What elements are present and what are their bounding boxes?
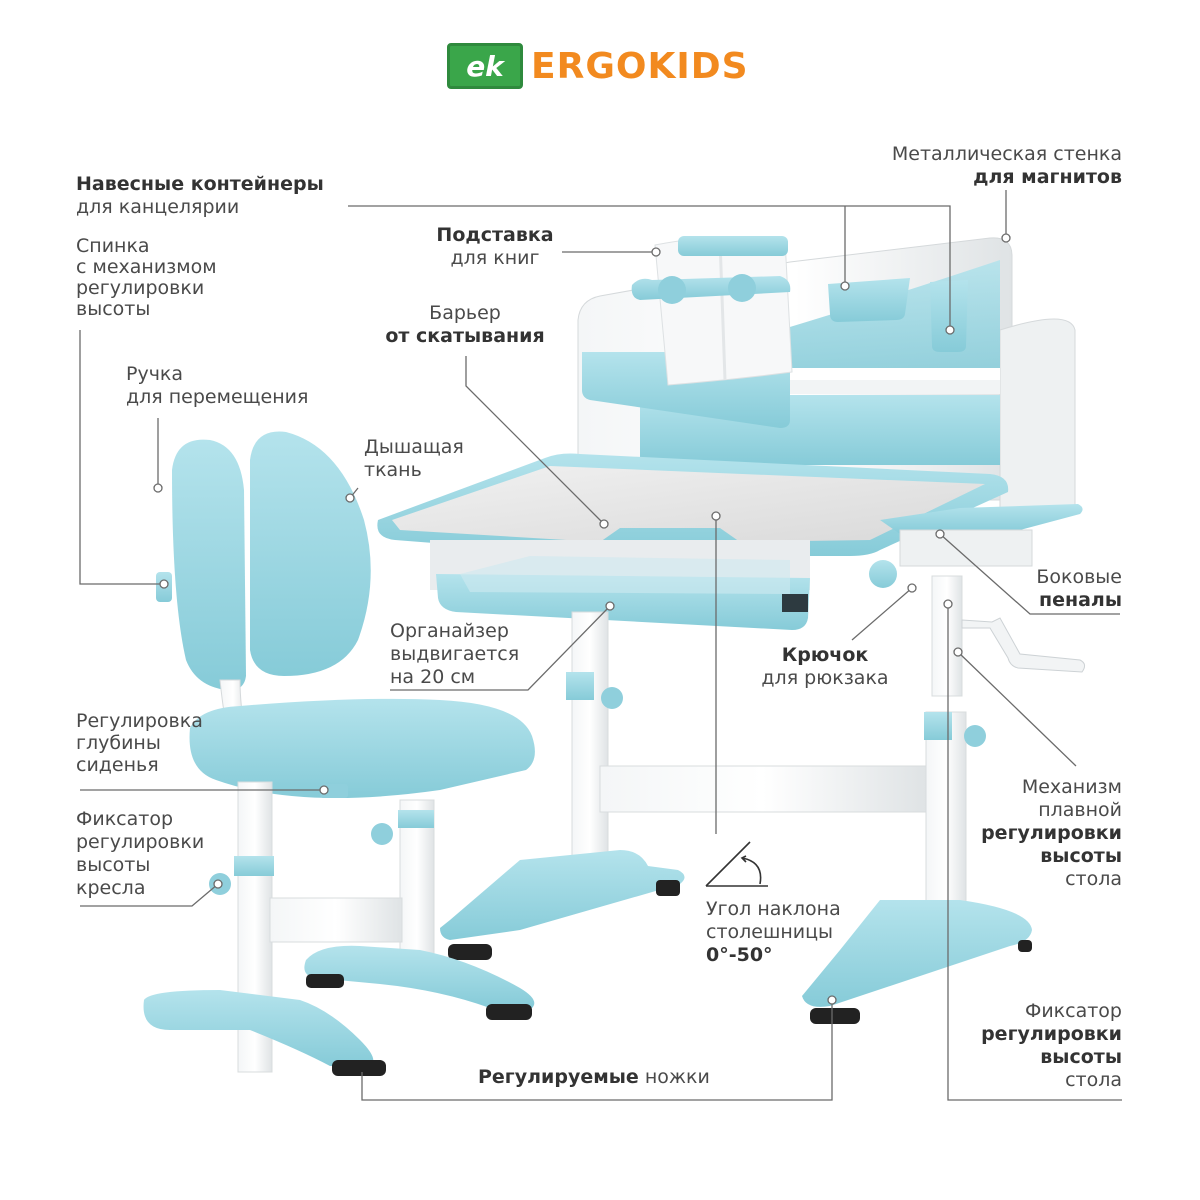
ek-badge-icon: ek <box>447 43 523 89</box>
desk-top <box>377 453 1083 630</box>
label-table-lock: Фиксатор регулировки высоты стола <box>981 1000 1122 1091</box>
label-chair-lock: Фиксатор регулировки высоты кресла <box>76 808 205 899</box>
brand-logo: ek ERGOKIDS <box>447 41 749 91</box>
label-mechanism: Механизм плавной регулировки высоты стол… <box>981 776 1122 890</box>
chair <box>143 431 535 1076</box>
label-legs: Регулируемые ножки <box>478 1066 710 1088</box>
label-tilt: Угол наклона столешницы 0°-50° <box>706 898 841 966</box>
brand-name: ERGOKIDS <box>531 45 749 87</box>
label-seat-depth: Регулировка глубины сиденья <box>76 710 203 776</box>
label-backrest: Спинка с механизмом регулировки высоты <box>76 235 217 320</box>
label-organizer: Органайзер выдвигается на 20 см <box>390 620 520 688</box>
